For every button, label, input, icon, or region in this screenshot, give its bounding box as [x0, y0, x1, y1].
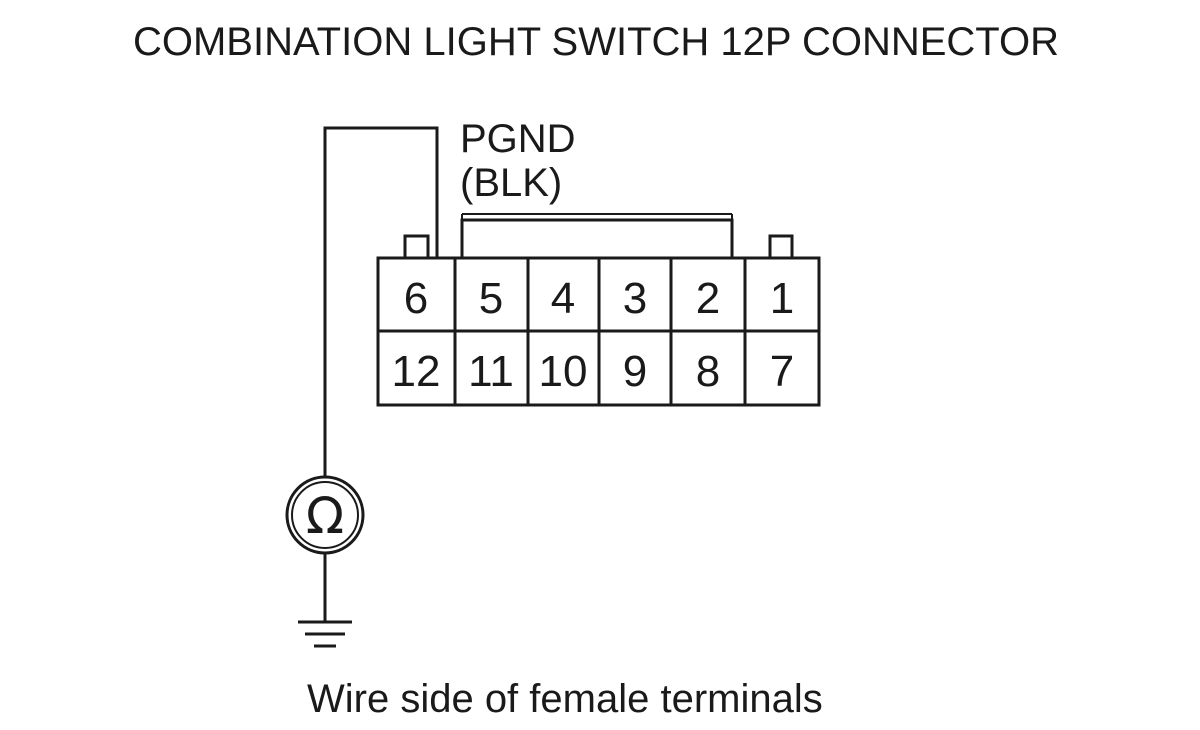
ohm-symbol: Ω: [306, 487, 344, 545]
pin-10: 10: [539, 347, 588, 396]
terminal-name-label: PGND: [460, 117, 576, 161]
pin-1: 1: [770, 274, 794, 323]
diagram-caption: Wire side of female terminals: [307, 677, 823, 721]
pin-9: 9: [623, 347, 647, 396]
right-latch-tab: [768, 234, 794, 258]
terminal-wire-color-label: (BLK): [460, 161, 562, 205]
ground-icon: [298, 620, 352, 648]
pin-2: 2: [696, 274, 720, 323]
pin-4: 4: [551, 274, 575, 323]
left-latch-tab: [403, 234, 430, 258]
pin-8: 8: [696, 347, 720, 396]
pin-3: 3: [623, 274, 647, 323]
pin-7: 7: [770, 347, 794, 396]
connector-housing: [376, 213, 821, 407]
probe-wire: [323, 126, 439, 478]
ohmmeter-icon: Ω: [285, 475, 365, 555]
pin-12: 12: [392, 347, 441, 396]
pin-11: 11: [468, 347, 514, 396]
pin-5: 5: [479, 274, 503, 323]
pin-6: 6: [404, 274, 428, 323]
lock-ridge: [460, 218, 734, 258]
diagram-title: COMBINATION LIGHT SWITCH 12P CONNECTOR: [133, 20, 1059, 64]
